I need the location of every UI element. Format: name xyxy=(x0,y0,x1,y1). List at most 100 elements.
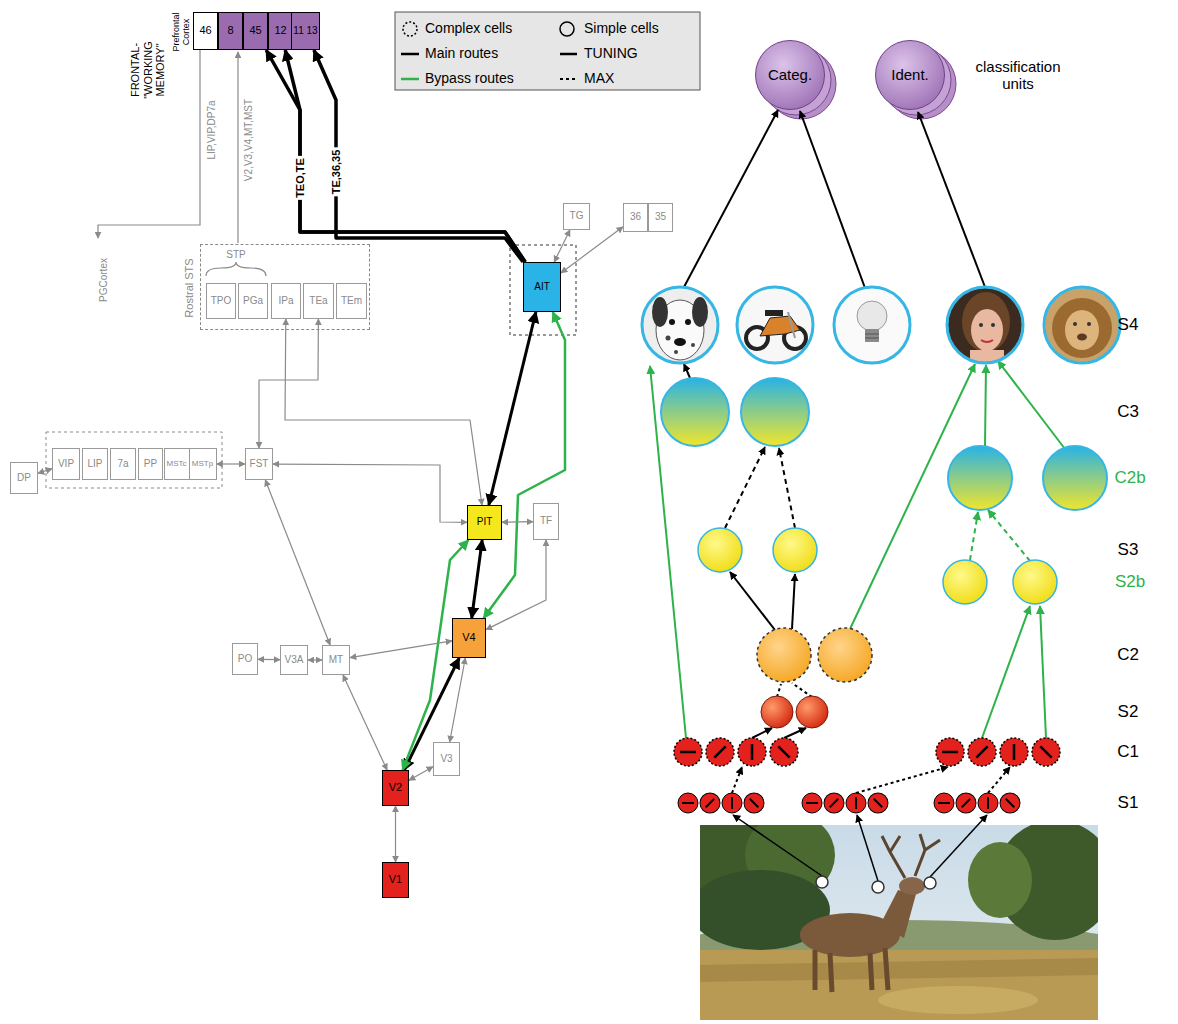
area-box: V3A xyxy=(280,645,308,675)
prefrontal-area: 12 xyxy=(268,12,293,50)
connector xyxy=(554,230,570,262)
area-box: PO xyxy=(232,643,258,675)
legend-text: TUNING xyxy=(584,46,638,61)
connector xyxy=(265,480,330,645)
area-name: 45 xyxy=(249,25,261,37)
area-name: PP xyxy=(144,459,157,470)
area-name: 12 xyxy=(274,25,286,37)
legend-text: Bypass routes xyxy=(425,71,514,86)
connector xyxy=(308,659,322,660)
area-box: 36 xyxy=(623,203,648,232)
area-box: V4 xyxy=(452,618,486,658)
layer-label: C1 xyxy=(1117,742,1139,762)
area-name: V3 xyxy=(440,754,452,765)
area-box: V3 xyxy=(433,742,460,776)
area-name: Ident. xyxy=(891,67,929,83)
area-box: 35 xyxy=(648,203,673,232)
area-box: LIP xyxy=(82,448,108,480)
area-box: DP xyxy=(10,462,38,494)
connector xyxy=(489,312,536,505)
area-box: PP xyxy=(138,448,163,480)
area-name: IPa xyxy=(278,296,293,307)
connector xyxy=(409,767,433,781)
area-box: PIT xyxy=(467,505,502,540)
prefrontal-label: Prefrontal Cortex xyxy=(171,11,192,54)
pathway-label: LIP,VIP,DP7a xyxy=(206,100,218,159)
layer-label: S4 xyxy=(1118,315,1139,335)
area-box: IPa xyxy=(271,283,301,319)
connector xyxy=(450,658,466,742)
area-box: MSTc xyxy=(164,448,190,480)
layer-label: S2b xyxy=(1115,572,1145,592)
edge-label: TEO,TE xyxy=(293,156,307,200)
area-box: TEm xyxy=(336,283,367,319)
frontal-label: FRONTAL- "WORKING MEMORY" xyxy=(129,14,167,127)
connector xyxy=(472,540,483,618)
connector xyxy=(285,50,525,262)
area-name: V2 xyxy=(389,782,402,794)
area-name: MT xyxy=(329,655,343,666)
area-box: VIP xyxy=(52,448,80,480)
area-group: Rostral STSTPOPGaIPaTEaTEm xyxy=(200,244,370,330)
prefrontal-area: 45 xyxy=(243,12,268,50)
area-name: TEa xyxy=(309,296,327,307)
connector xyxy=(38,469,52,474)
area-name: MSTc xyxy=(167,460,187,468)
legend-text: MAX xyxy=(584,71,614,86)
area-box: MT xyxy=(322,645,350,675)
area-box: 7a xyxy=(110,448,136,480)
area-box: FST xyxy=(245,448,273,480)
area-name: 46 xyxy=(199,25,211,37)
area-name: DP xyxy=(17,473,31,484)
connector xyxy=(484,312,565,618)
area-name: TPO xyxy=(211,296,232,307)
area-name: TG xyxy=(570,211,584,222)
area-box: V1 xyxy=(382,862,409,898)
prefrontal-area: 8 xyxy=(218,12,243,50)
area-name: PIT xyxy=(477,517,493,528)
connector xyxy=(259,319,318,448)
connector xyxy=(486,540,546,630)
connector xyxy=(314,50,523,262)
layer-label: C2b xyxy=(1114,468,1145,488)
area-name: MSTp xyxy=(192,460,213,468)
area-name: 35 xyxy=(655,212,666,223)
area-name: TF xyxy=(540,516,552,527)
prefrontal-area: 46 xyxy=(193,12,218,50)
area-name: Categ. xyxy=(768,67,812,83)
area-name: 7a xyxy=(117,459,128,470)
connector xyxy=(343,675,387,770)
area-name: V3A xyxy=(285,655,304,666)
area-name: 36 xyxy=(630,212,641,223)
area-name: TEm xyxy=(341,296,362,307)
group-name: Rostral STS xyxy=(183,258,195,317)
connector xyxy=(266,50,525,262)
pathway-label: V2,V3,V4,MT,MST xyxy=(243,99,255,181)
pathway-label: PGCortex xyxy=(98,258,110,302)
legend-text: Simple cells xyxy=(584,21,659,36)
connector xyxy=(404,658,459,770)
connector xyxy=(273,464,467,522)
layer-label: S3 xyxy=(1118,540,1139,560)
area-name: 11 13 xyxy=(293,26,317,37)
area-name: LIP xyxy=(87,459,102,470)
area-name: PGa xyxy=(243,296,263,307)
area-box: AIT xyxy=(523,262,561,312)
connector xyxy=(258,659,280,661)
classification-label: classification units xyxy=(974,58,1062,93)
connector xyxy=(561,227,623,273)
legend-text: Main routes xyxy=(425,46,498,61)
legend-text: Complex cells xyxy=(425,21,512,36)
connector xyxy=(217,463,246,464)
area-box: TF xyxy=(533,503,559,540)
area-name: 8 xyxy=(227,25,233,37)
layer-label: C3 xyxy=(1117,402,1139,422)
area-box: PGa xyxy=(238,283,268,319)
area-name: FST xyxy=(250,459,269,470)
layer-label: C2 xyxy=(1117,645,1139,665)
layer-label: S1 xyxy=(1118,793,1139,813)
connector xyxy=(350,641,452,658)
area-box: TPO xyxy=(206,283,236,319)
